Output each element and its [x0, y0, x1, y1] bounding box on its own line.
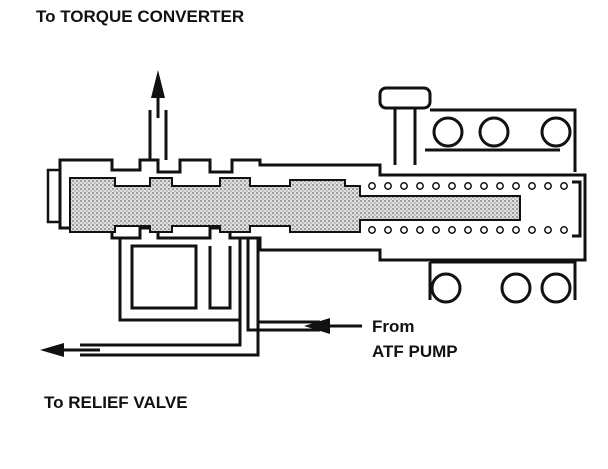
label-from: From [372, 317, 415, 336]
spring-seat [572, 180, 582, 238]
spring-coil [448, 226, 456, 234]
spring-coil [400, 182, 408, 190]
spring-coil [416, 182, 424, 190]
spring-coil [368, 226, 376, 234]
spring-coil [480, 182, 488, 190]
label-atf-pump: ATF PUMP [372, 342, 458, 361]
valve-spool [69, 177, 521, 233]
spring-coil [528, 226, 536, 234]
spring-coil [384, 182, 392, 190]
spring-coil [496, 182, 504, 190]
relief-valve-arrow [40, 343, 100, 357]
atf-pump-arrow [304, 318, 362, 334]
lower-housing [428, 260, 577, 300]
spring-coil [544, 226, 552, 234]
lower-seal-rings [430, 272, 572, 304]
spring-coil [496, 226, 504, 234]
spring-coil [480, 226, 488, 234]
spring-coil [416, 226, 424, 234]
spring-coil [400, 226, 408, 234]
up-arrow [151, 70, 165, 98]
spring-coil [432, 182, 440, 190]
spring-coil [384, 226, 392, 234]
spring-coil [528, 182, 536, 190]
spring-coil [464, 182, 472, 190]
spring-coil [512, 182, 520, 190]
spring-coil [448, 182, 456, 190]
spring-coil [560, 182, 568, 190]
label-to-relief-valve: To RELIEF VALVE [44, 393, 188, 412]
spring-coil [464, 226, 472, 234]
valve-spring [368, 180, 582, 238]
upper-seal-rings [432, 116, 572, 148]
spring-coil [512, 226, 520, 234]
left-end-cap [46, 168, 62, 224]
spring-coil [432, 226, 440, 234]
lower-passages [80, 238, 320, 357]
upper-housing [378, 86, 577, 172]
spring-coil [368, 182, 376, 190]
label-to-torque-converter: To TORQUE CONVERTER [36, 7, 245, 26]
spring-coil [560, 226, 568, 234]
spring-coil [544, 182, 552, 190]
torque-converter-passage [148, 110, 168, 160]
